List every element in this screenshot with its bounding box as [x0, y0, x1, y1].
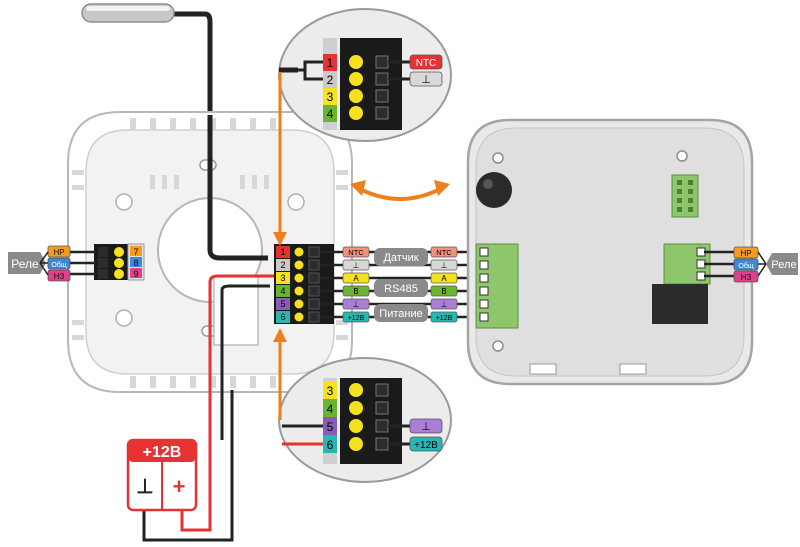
signal-tag-a: A	[353, 274, 359, 283]
zoom-callout-top: 1 2 3 4 NTC ⊥	[278, 8, 452, 142]
group-label-power: Питание	[379, 308, 422, 320]
signal-tag-a: A	[441, 274, 447, 283]
terminal-pin-4: 4	[280, 286, 285, 296]
signal-tag-b: B	[441, 287, 446, 296]
signal-tag-ntc: NTC	[348, 248, 364, 257]
zoom-pin-1: 1	[327, 56, 334, 70]
plus-terminal-label: +	[173, 474, 186, 499]
zoom-tag-ntc: NTC	[416, 58, 437, 69]
zoom-pin-3: 3	[327, 384, 334, 398]
signal-tag-gnd: ⊥	[441, 300, 448, 309]
power-supply-12v: +12В ⊥ +	[126, 438, 198, 512]
relay-pin-label: 7	[133, 247, 138, 257]
relay-title-right: Реле	[771, 259, 796, 271]
zoom-pin-3: 3	[327, 90, 334, 104]
pointer-arrows	[273, 72, 287, 420]
terminal-pin-5: 5	[280, 299, 285, 309]
group-label-sensor: Датчик	[383, 252, 418, 264]
relay-pin-label: 9	[133, 269, 138, 279]
left-signal-tags: NTC ⊥ A B ⊥ +12В	[342, 246, 370, 323]
terminal-pin-2: 2	[280, 260, 285, 270]
signal-tag-ntc: NTC	[436, 248, 452, 257]
main-terminal-block: 1 2 3 4 5 6	[274, 244, 334, 324]
relay-tag-nz: НЗ	[741, 273, 752, 282]
right-relay-tags: НР Общ НЗ Реле	[733, 246, 798, 283]
swap-double-arrow	[350, 180, 450, 201]
zoom-pin-4: 4	[327, 402, 334, 416]
minus-terminal-label: ⊥	[136, 476, 153, 498]
zoom-pin-5: 5	[327, 420, 334, 434]
probe-wire	[207, 115, 268, 261]
group-labels: Датчик RS485 Питание	[374, 248, 428, 322]
terminal-pin-3: 3	[280, 273, 285, 283]
zoom-tag-12v: +12В	[414, 440, 438, 451]
left-relay-terminal-block: 7 8 9	[68, 243, 145, 281]
signal-tag-12v: +12В	[348, 315, 365, 322]
right-signal-tags: NTC ⊥ A B ⊥ +12В	[430, 246, 458, 323]
relay-tag-nr: НР	[740, 249, 751, 258]
relay-tag-nz: НЗ	[54, 272, 65, 281]
zoom-pin-4: 4	[327, 107, 334, 121]
thermostat-back-panel	[466, 118, 754, 386]
group-label-rs485: RS485	[384, 283, 418, 295]
zoom-pin-6: 6	[327, 438, 334, 452]
temperature-probe	[81, 3, 213, 115]
signal-tag-gnd: ⊥	[353, 300, 360, 309]
terminal-pin-6: 6	[280, 312, 285, 322]
signal-tag-b: B	[353, 287, 358, 296]
power-supply-wires	[142, 274, 275, 542]
terminal-pin-1: 1	[280, 247, 285, 257]
relay-tag-common: Общ	[738, 262, 753, 270]
zoom-pin-2: 2	[327, 73, 334, 87]
signal-tag-gnd: ⊥	[441, 261, 448, 270]
relay-tag-common: Общ	[51, 261, 66, 269]
signal-tag-12v: +12В	[436, 315, 453, 322]
zoom-callout-bottom: 3 4 5 6 ⊥ +12В	[278, 357, 452, 483]
left-relay-tags: НР Общ НЗ Реле	[8, 245, 71, 282]
relay-title-left: Реле	[11, 257, 39, 271]
zoom-tag-gnd: ⊥	[421, 74, 431, 86]
power-supply-label: +12В	[143, 444, 182, 461]
zoom-tag-gnd: ⊥	[421, 421, 431, 433]
relay-pin-label: 8	[133, 258, 138, 268]
signal-tag-gnd: ⊥	[353, 261, 360, 270]
relay-tag-nr: НР	[53, 248, 64, 257]
